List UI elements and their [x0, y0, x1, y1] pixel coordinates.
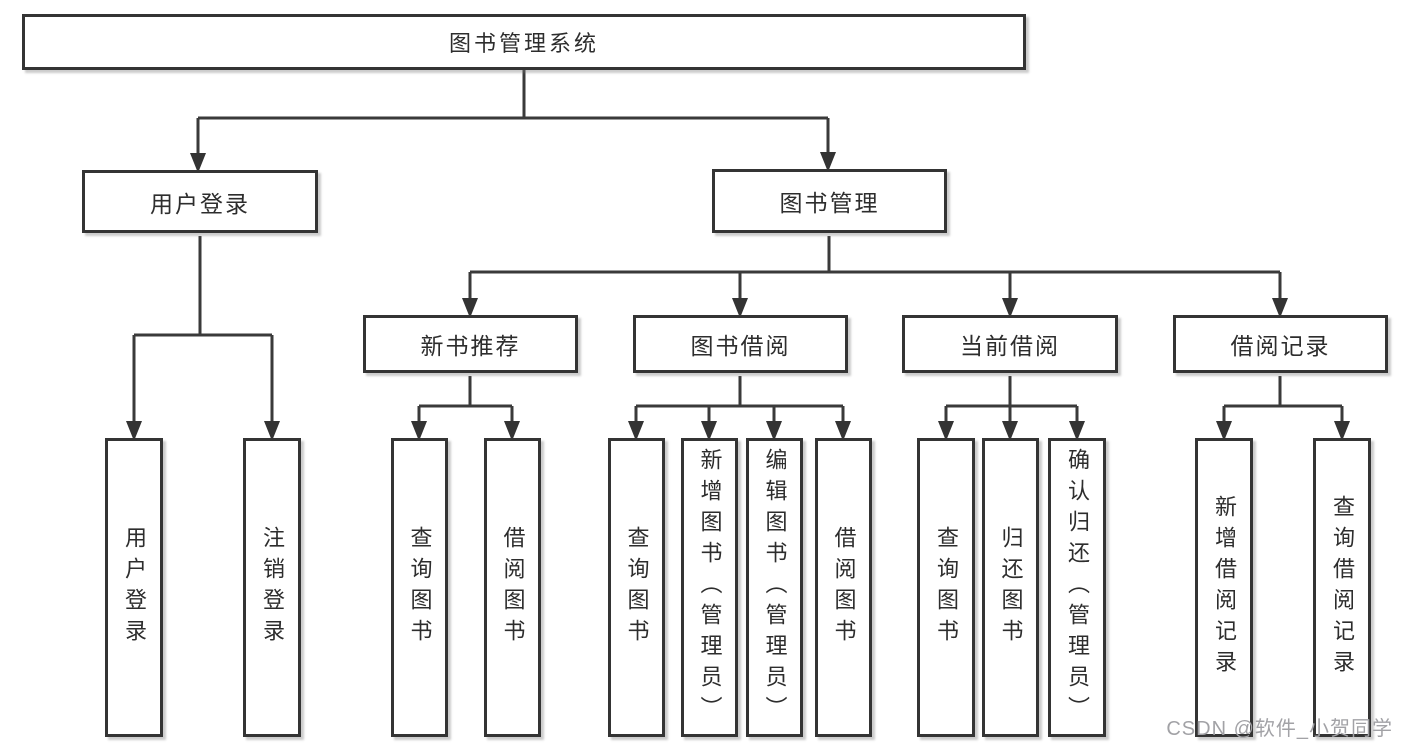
leaf-edit-books-admin: 编辑图书（管理员） [746, 438, 803, 737]
node-book-borrowing: 图书借阅 [633, 315, 848, 373]
watermark: CSDN @软件_小贺同学 [1166, 718, 1393, 740]
node-label: 图书借阅 [690, 333, 791, 359]
leaf-user-login: 用户登录 [105, 438, 163, 737]
leaf-query-books-recommend: 查询图书 [391, 438, 448, 737]
leaf-borrow-books-borrowing: 借阅图书 [815, 438, 872, 737]
leaf-add-borrow-record: 新增借阅记录 [1195, 438, 1253, 737]
leaf-return-books: 归还图书 [982, 438, 1039, 737]
leaf-query-borrow-record: 查询借阅记录 [1313, 438, 1371, 737]
leaf-query-books-current: 查询图书 [917, 438, 975, 737]
leaf-borrow-books-recommend: 借阅图书 [484, 438, 541, 737]
node-label: 图书管理 [779, 190, 880, 216]
node-label: 新书推荐 [420, 333, 521, 359]
leaf-query-books-borrowing: 查询图书 [608, 438, 665, 737]
node-label: 用户登录 [150, 190, 250, 217]
node-library-management-system: 图书管理系统 [22, 14, 1026, 70]
node-label: 借阅记录 [1230, 333, 1331, 359]
leaf-logout: 注销登录 [243, 438, 301, 737]
leaf-add-books-admin: 新增图书（管理员） [681, 438, 738, 737]
node-book-management: 图书管理 [712, 169, 947, 233]
node-label: 当前借阅 [960, 333, 1060, 359]
leaf-confirm-return-admin: 确认归还（管理员） [1048, 438, 1106, 737]
node-label: 图书管理系统 [448, 31, 599, 56]
node-user-login: 用户登录 [82, 170, 318, 233]
node-current-borrowing: 当前借阅 [902, 315, 1118, 373]
node-borrowing-records: 借阅记录 [1173, 315, 1388, 373]
node-new-book-recommendation: 新书推荐 [363, 315, 578, 373]
